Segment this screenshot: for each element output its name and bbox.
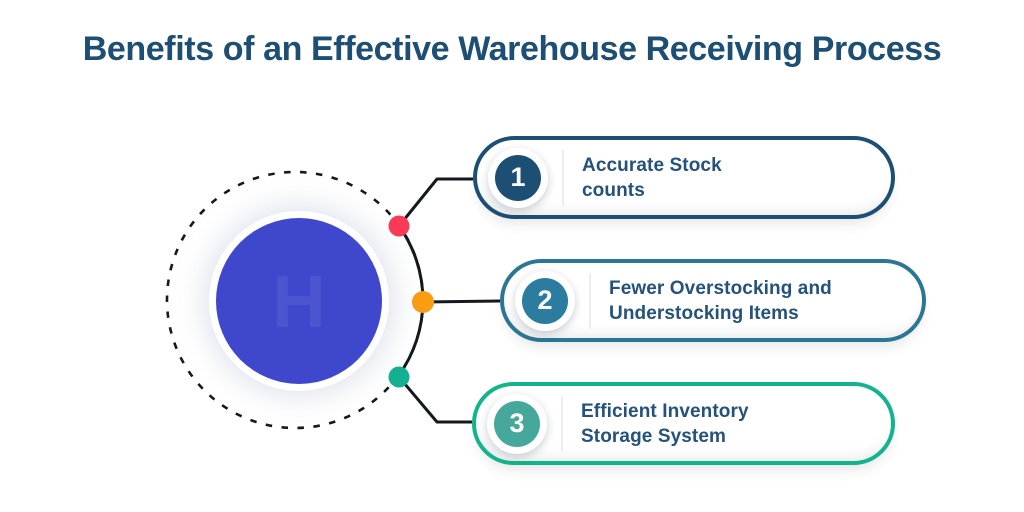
connector-dot-3 — [388, 366, 410, 388]
step-number-badge-3: 3 — [494, 400, 540, 447]
connector-line-1 — [397, 177, 473, 227]
connector-arc — [397, 225, 425, 376]
hub-circle: H — [216, 218, 382, 384]
pill-divider-2 — [589, 272, 591, 329]
benefit-label-2: Fewer Overstocking and Understocking Ite… — [609, 276, 832, 326]
benefit-label-1-line1: Accurate Stock — [582, 154, 722, 176]
step-badge-ring-2: 2 — [515, 270, 575, 331]
benefit-item-2: 2 Fewer Overstocking and Understocking I… — [500, 259, 926, 342]
connector-line-3 — [397, 376, 472, 424]
benefit-label-3-line1: Efficient Inventory — [581, 400, 749, 422]
step-number-badge-2: 2 — [522, 277, 568, 324]
benefit-item-3: 3 Efficient Inventory Storage System — [472, 382, 895, 465]
benefit-label-2-line1: Fewer Overstocking and — [609, 277, 832, 299]
connector-dot-2 — [412, 291, 434, 313]
connector-dots — [388, 215, 434, 388]
pill-divider-1 — [562, 149, 564, 206]
step-number-badge-1: 1 — [495, 154, 541, 201]
benefit-label-2-line2: Understocking Items — [609, 302, 799, 324]
h-logo-watermark: H — [272, 259, 326, 343]
benefit-item-1: 1 Accurate Stock counts — [473, 136, 895, 219]
benefit-label-1: Accurate Stock counts — [582, 153, 722, 203]
step-badge-ring-3: 3 — [487, 393, 547, 454]
pill-divider-3 — [561, 395, 563, 452]
connector-line-2 — [422, 299, 501, 304]
step-badge-ring-1: 1 — [488, 147, 548, 208]
page-title: Benefits of an Effective Warehouse Recei… — [82, 30, 942, 68]
connector-dot-1 — [388, 215, 410, 237]
benefit-label-3: Efficient Inventory Storage System — [581, 399, 749, 449]
benefit-label-3-line2: Storage System — [581, 425, 727, 447]
benefit-label-1-line2: counts — [582, 179, 645, 201]
